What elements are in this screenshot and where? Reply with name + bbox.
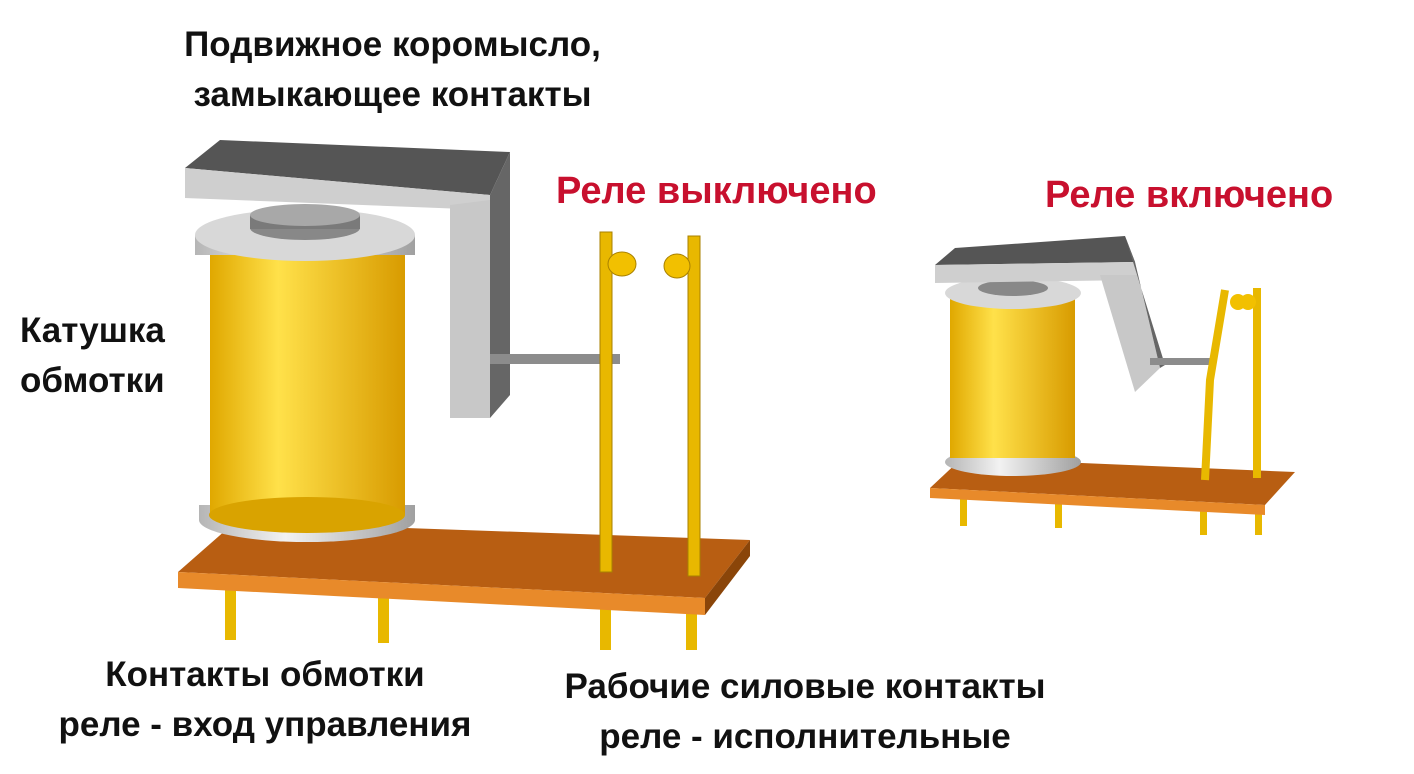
pins xyxy=(225,585,697,650)
yoke xyxy=(185,140,510,418)
state-off-label: Реле выключено xyxy=(556,170,877,212)
coil-label: Катушка обмотки xyxy=(20,311,165,400)
coil-contacts-label: Контакты обмотки реле - вход управления xyxy=(58,655,472,744)
coil xyxy=(195,204,415,542)
relay-on xyxy=(930,236,1295,535)
contacts xyxy=(599,231,701,577)
yoke-label: Подвижное коромысло, замыкающее контакты xyxy=(184,25,601,114)
state-on-label: Реле включено xyxy=(1045,174,1334,216)
power-contacts-label: Рабочие силовые контакты реле - исполнит… xyxy=(564,667,1046,756)
relay-off xyxy=(178,140,750,650)
rod xyxy=(490,354,620,364)
